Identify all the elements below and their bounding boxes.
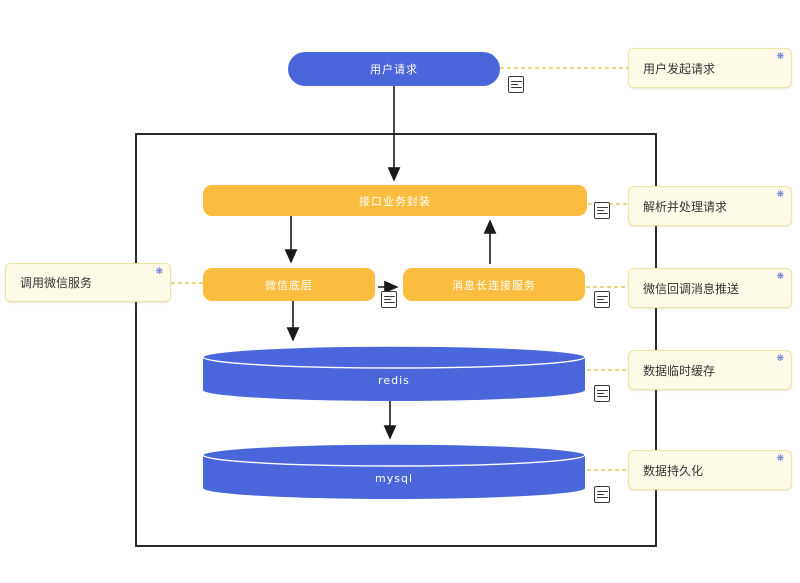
document-icon[interactable] [594, 486, 611, 503]
note-call-wechat[interactable]: 调用微信服务 ❋ [5, 263, 171, 302]
node-api-wrapper[interactable]: 接口业务封装 [203, 185, 587, 216]
node-label: 微信底层 [265, 278, 313, 292]
sparkle-icon[interactable]: ❋ [776, 354, 784, 364]
note-user-initiates[interactable]: 用户发起请求 ❋ [628, 48, 792, 88]
note-label: 解析并处理请求 [643, 199, 728, 214]
node-redis-cylinder[interactable]: redis [202, 345, 586, 402]
document-icon[interactable] [508, 76, 525, 93]
node-label: 用户请求 [370, 63, 418, 76]
sparkle-icon[interactable]: ❋ [155, 267, 163, 277]
node-mysql-cylinder[interactable]: mysql [202, 443, 586, 500]
note-label: 调用微信服务 [20, 276, 93, 290]
container-frame[interactable] [135, 133, 657, 547]
node-wechat-layer[interactable]: 微信底层 [203, 268, 375, 301]
sparkle-icon[interactable]: ❋ [776, 190, 784, 200]
note-persistence[interactable]: 数据持久化 ❋ [628, 450, 792, 490]
note-parse-request[interactable]: 解析并处理请求 ❋ [628, 186, 792, 226]
note-label: 数据临时缓存 [643, 363, 716, 378]
document-icon[interactable] [381, 291, 398, 308]
note-wechat-callback[interactable]: 微信回调消息推送 ❋ [628, 268, 792, 308]
sparkle-icon[interactable]: ❋ [776, 272, 784, 282]
note-label: 数据持久化 [643, 463, 704, 478]
note-label: 用户发起请求 [643, 61, 716, 76]
node-msg-service[interactable]: 消息长连接服务 [403, 268, 585, 301]
node-label: 消息长连接服务 [452, 278, 536, 292]
node-label: 接口业务封装 [359, 194, 431, 208]
sparkle-icon[interactable]: ❋ [776, 454, 784, 464]
note-temp-cache[interactable]: 数据临时缓存 ❋ [628, 350, 792, 390]
sparkle-icon[interactable]: ❋ [776, 52, 784, 62]
node-label: mysql [375, 472, 413, 485]
note-label: 微信回调消息推送 [643, 281, 740, 296]
node-user-request[interactable]: 用户请求 [288, 52, 500, 86]
node-label: redis [378, 374, 410, 387]
document-icon[interactable] [594, 202, 611, 219]
document-icon[interactable] [594, 385, 611, 402]
document-icon[interactable] [594, 291, 611, 308]
